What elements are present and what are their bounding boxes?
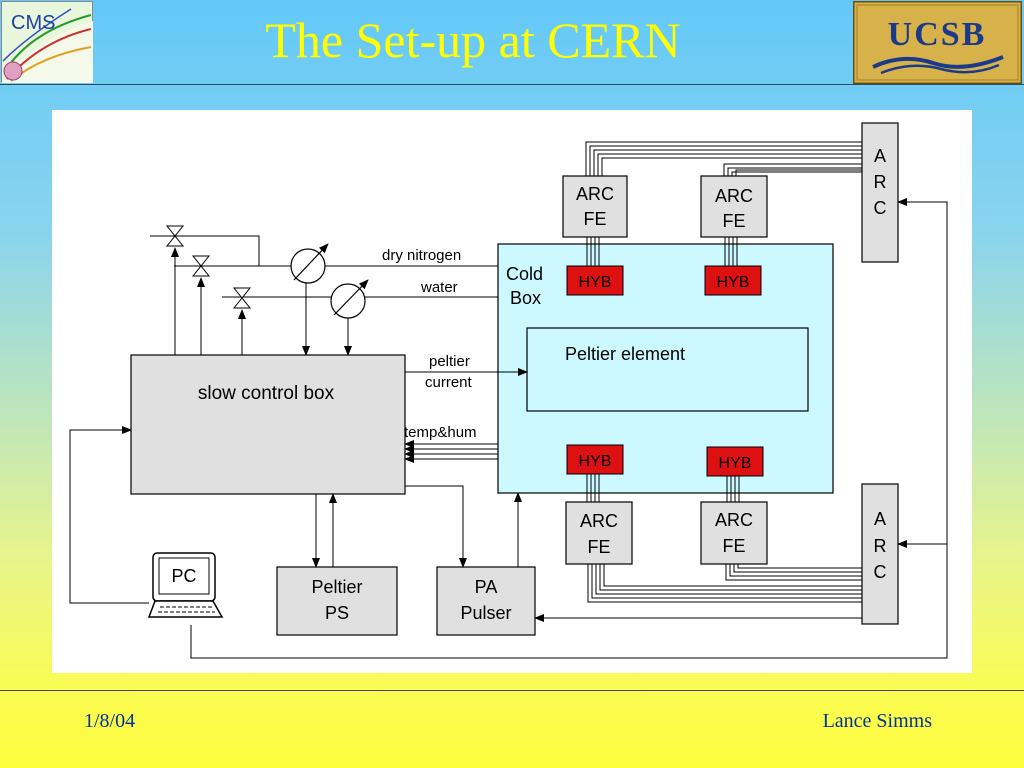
cold-box-label-2: Box [510, 288, 541, 308]
cms-logo: CMS [1, 1, 93, 83]
arc-fe-top-left [562, 175, 628, 238]
ribbon-cables-bottom [587, 564, 862, 603]
arc-label: R [874, 536, 887, 556]
hyb-bottom-right [706, 446, 764, 477]
page-title: The Set-up at CERN [265, 12, 681, 68]
control-lines [171, 247, 352, 356]
arc-label: A [874, 509, 886, 529]
water-label: water [420, 279, 458, 296]
arc-fe-label: FE [722, 536, 745, 556]
arc-bottom [861, 483, 899, 625]
cms-logo-text: CMS [11, 12, 55, 34]
ucsb-logo-text: UCSB [888, 16, 987, 53]
hyb-label: HYB [579, 274, 612, 291]
peltier-ps-label-2: PS [325, 603, 349, 623]
peltier-ps-label-1: Peltier [311, 577, 362, 597]
pc-icon: PC [147, 552, 224, 618]
arc-top [861, 122, 899, 263]
arc-fe-label: ARC [715, 510, 753, 530]
arc-fe-label: FE [722, 211, 745, 231]
hyb-label: HYB [579, 453, 612, 470]
hyb-bottom-left [566, 444, 624, 475]
pa-pulser-label-1: PA [475, 577, 498, 597]
arc-fe-label: ARC [580, 511, 618, 531]
hyb-label: HYB [719, 455, 752, 472]
arc-fe-label: ARC [715, 186, 753, 206]
arc-label: C [874, 198, 887, 218]
cold-box-label-1: Cold [506, 264, 543, 284]
peltier-current-label-2: current [425, 374, 473, 391]
footer-date: 1/8/04 [84, 710, 136, 732]
peltier-ps-box [276, 566, 398, 636]
arc-fe-label: FE [583, 209, 606, 229]
hyb-top-right [704, 265, 762, 296]
dry-nitrogen-label: dry nitrogen [382, 247, 461, 264]
peltier-element [526, 327, 809, 412]
peltier-element-label: Peltier element [565, 344, 685, 364]
pa-pulser-box [436, 566, 536, 636]
arc-label: C [874, 562, 887, 582]
slow-control-box [130, 354, 406, 495]
header-divider [0, 84, 1024, 85]
footer-author: Lance Simms [822, 710, 932, 732]
arc-fe-top-right [700, 175, 768, 238]
arc-fe-bottom-right [700, 501, 768, 565]
fe-hyb-cables [586, 237, 740, 502]
ucsb-logo: UCSB [852, 0, 1023, 85]
arc-label: A [874, 146, 886, 166]
footer-divider [0, 690, 1024, 691]
flow-meter-icon [290, 243, 369, 319]
arc-label: R [874, 172, 887, 192]
setup-diagram: Cold Box Peltier element slow control bo… [52, 110, 972, 673]
arc-fe-bottom-left [565, 501, 633, 565]
slow-control-box-label: slow control box [198, 383, 335, 404]
peltier-ps-lines [312, 493, 337, 568]
pc-label: PC [171, 566, 196, 586]
valve-icon [165, 225, 252, 309]
pa-pulser-line [405, 485, 467, 568]
pc-control-line [69, 426, 149, 604]
ribbon-cables-top [585, 141, 862, 176]
hyb-top-left [566, 265, 624, 296]
arc-fe-label: ARC [576, 184, 614, 204]
pa-pulser-label-2: Pulser [460, 603, 511, 623]
peltier-current-label-1: peltier [429, 353, 470, 370]
arc-fe-label: FE [587, 537, 610, 557]
temp-hum-label: temp&hum [404, 424, 477, 441]
arc-feed-lines [190, 198, 948, 659]
temp-hum-lines [404, 440, 498, 463]
hyb-label: HYB [717, 274, 750, 291]
